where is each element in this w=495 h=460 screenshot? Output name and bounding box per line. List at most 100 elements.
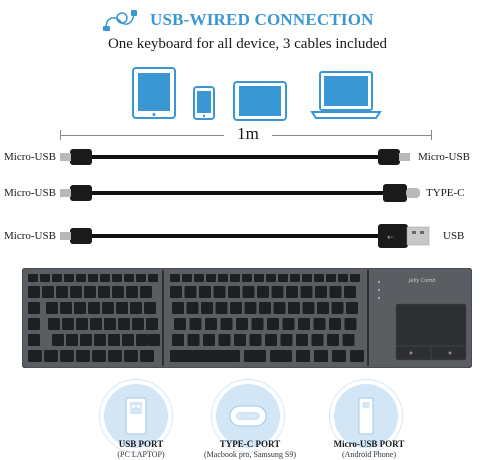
keyboard-key [314, 350, 328, 362]
keyboard-key [254, 274, 264, 282]
keyboard-key [170, 350, 240, 362]
keyboard-key [236, 318, 248, 330]
keyboard-key [313, 318, 326, 330]
keyboard-key [290, 274, 300, 282]
cable-micro-typec [60, 184, 420, 202]
keyboard-key [144, 302, 156, 314]
keyboard-key [70, 286, 82, 298]
keyboard-key [28, 302, 40, 314]
keyboard-key [251, 318, 264, 330]
keyboard-key [213, 286, 226, 298]
typec-port-subtitle: (Macbook pro, Samsung S9) [204, 450, 296, 459]
keyboard-key [98, 286, 110, 298]
keyboard-brand: Jelly Comb [408, 278, 435, 284]
keyboard-key [100, 274, 110, 282]
keyboard-key [317, 302, 329, 314]
keyboard-key [218, 274, 228, 282]
keyboard-key [346, 302, 358, 314]
keyboard-key [126, 286, 138, 298]
keyboard-key [88, 274, 98, 282]
keyboard-key [118, 318, 130, 330]
usb-port-title: USB PORT [118, 439, 164, 449]
usb-port-subtitle: (PC LAPTOP) [117, 450, 165, 459]
ruler-tick-left [60, 130, 61, 140]
keyboard-key [302, 274, 312, 282]
keyboard-key [273, 302, 286, 314]
micro-usb-port-circle [330, 380, 402, 452]
keyboard-key [148, 334, 160, 346]
keyboard-key [242, 274, 252, 282]
keyboard-key [315, 286, 327, 298]
cable-micro-micro [60, 149, 410, 165]
keyboard-key [40, 274, 50, 282]
keyboard-key [206, 274, 216, 282]
keyboard-key [48, 318, 60, 330]
keyboard-key [104, 318, 116, 330]
svg-text:⇠: ⇠ [387, 233, 395, 243]
keyboard-key [174, 318, 186, 330]
keyboard-key [28, 350, 42, 362]
keyboard-key [327, 334, 339, 346]
micro-usb-port-subtitle: (Android Phone) [342, 450, 396, 459]
keyboard-key [148, 274, 158, 282]
keyboard-key [189, 318, 202, 330]
keyboard-key [52, 334, 64, 346]
keyboard-key [329, 318, 341, 330]
keyboard-key [66, 334, 78, 346]
keyboard-key [28, 334, 40, 346]
keyboard-key [108, 334, 120, 346]
keyboard-key [244, 302, 257, 314]
keyboard-key [194, 274, 204, 282]
keyboard-key [28, 318, 40, 330]
keyboard-key [280, 334, 293, 346]
keyboard-key [270, 350, 292, 362]
keyboard-key [172, 302, 184, 314]
keyboard-key [186, 302, 199, 314]
keyboard-key [90, 318, 102, 330]
keyboard-key [342, 334, 355, 346]
laptop-icon [310, 71, 382, 119]
keyboard-key [130, 302, 142, 314]
keyboard-key [112, 286, 124, 298]
keyboard-key [205, 318, 217, 330]
keyboard-key [170, 286, 182, 298]
keyboard-key [271, 286, 284, 298]
keyboard-key [244, 350, 266, 362]
keyboard-key [187, 334, 200, 346]
micro-usb-port-icon [358, 397, 374, 435]
keyboard-key [311, 334, 324, 346]
keyboard-key [201, 302, 213, 314]
usb-port-icon [125, 397, 147, 435]
keyboard-key [122, 334, 134, 346]
keyboard-key [184, 286, 197, 298]
keyboard-key [28, 274, 38, 282]
ruler-tick-right [431, 130, 432, 140]
cable-1-left-label: Micro-USB [4, 151, 56, 163]
keyboard-key [228, 286, 240, 298]
keyboard-key [215, 302, 228, 314]
keyboard-key [60, 302, 72, 314]
keyboard-key [350, 274, 360, 282]
keyboard-key [288, 302, 300, 314]
keyboard-key [326, 274, 336, 282]
page-title: USB-WIRED CONNECTION [150, 10, 374, 29]
keyboard-key [88, 302, 100, 314]
keyboard-key [234, 334, 246, 346]
keyboard-key [338, 274, 348, 282]
keyboard-key [116, 302, 128, 314]
cables-illustration: ⇠ [60, 149, 430, 248]
keyboard-key [132, 318, 144, 330]
keyboard-key [344, 318, 357, 330]
keyboard-key [52, 274, 62, 282]
keyboard-key [199, 286, 211, 298]
keyboard-key [108, 350, 122, 362]
keyboard-key [28, 286, 40, 298]
keyboard-key [242, 286, 255, 298]
keyboard-key [94, 334, 106, 346]
page-subtitle: One keyboard for all device, 3 cables in… [107, 36, 388, 52]
keyboard-key [76, 318, 88, 330]
keyboard-key [140, 286, 152, 298]
cable-3-right-label: USB [443, 230, 465, 242]
keyboard-key [257, 286, 269, 298]
keyboard-key [314, 274, 324, 282]
